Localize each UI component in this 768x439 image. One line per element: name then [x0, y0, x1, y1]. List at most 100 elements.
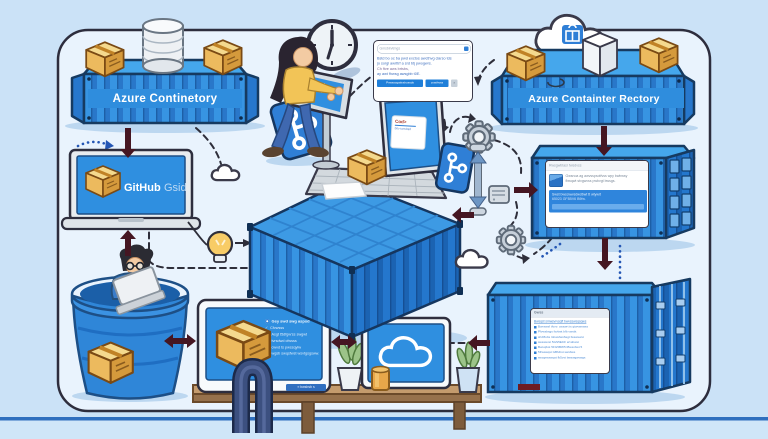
dashed-kiosk-dialog [349, 75, 373, 97]
dialog-tertiary-button[interactable]: a [451, 79, 458, 88]
flow-arrows [120, 126, 613, 351]
dotted-blue-arrowhead [105, 140, 114, 150]
checkmark-icon: ✓ [265, 325, 269, 331]
dialog-line: Ch ftve aws brtsbs, [377, 66, 409, 71]
registry-input[interactable] [552, 204, 644, 210]
github-brand-label: GitHub [124, 182, 161, 194]
bullet-icon [534, 336, 537, 339]
registry-line: fbwqwt stvgwvss pwbvgt bwsgs. [565, 179, 616, 183]
gift-package-icon [562, 24, 583, 44]
registry-dialog-title: Rwsgwbtasr fwsdvss [546, 161, 648, 171]
lightbulb-icon [206, 230, 234, 263]
floor-line [0, 417, 768, 421]
list-item: swswsvst 5GS5ECF af wbwst [534, 340, 608, 344]
dashed-c-bottom [533, 237, 553, 255]
dashed-curl [449, 115, 472, 133]
dialog-search-text: Gmsblrvtmgs [379, 47, 401, 51]
status-line: cwvd ts pwssqylw [271, 344, 302, 350]
list-item: Bwsqfvst 5FG5BW5 tBwsvbwt 5 [534, 346, 608, 350]
dialog-search-input[interactable]: Gmsblrvtmgs [377, 44, 471, 54]
bulb-arrowhead [243, 239, 252, 247]
bullet-icon [534, 351, 537, 355]
cup-icon [371, 365, 390, 391]
bullet-icon [534, 341, 537, 344]
kiosk-person [262, 36, 344, 158]
list-item: Bwvswsf tfvvv: cwswrt ts qtwvwswss [534, 325, 608, 329]
red-patch [518, 384, 540, 390]
git-branch-badge [434, 142, 476, 194]
list-item: sfvb5vbs GbwsfwsSsgt fwswswst [534, 335, 608, 339]
arrow-down [596, 126, 612, 156]
gear-icon [495, 224, 527, 256]
registry-dialog-body: Gwsnoa ag awvsspsotfvss wpy bwbwsy fbwqw… [566, 174, 628, 187]
laptop-icon [112, 266, 166, 315]
docs-panel-header: Gwss [531, 309, 609, 318]
floor-strip [0, 420, 768, 439]
status-line: Gsy swd swg aspsd [265, 319, 325, 324]
dialog-line: jo sorgl awrttrf a srd btj pwogwrs. [377, 61, 432, 66]
status-line: wgsb swqsfwst wsvtgsgsww. [271, 351, 320, 356]
top-left-container-label: Azure Continetory [113, 93, 218, 105]
list-item: 5Fwswqst GBfvbst swsbws [534, 351, 608, 355]
status-line: ✓Cfvwsss [265, 325, 285, 331]
cube-icon [549, 174, 563, 187]
top-right-container: Azure Containter Rectory [490, 48, 696, 126]
white-cube-icon [582, 32, 618, 77]
arrow-left [452, 207, 474, 223]
dotted-blue-connectors [76, 140, 622, 282]
developer-barrel [70, 244, 190, 400]
dashed-containerA-cloud [195, 127, 222, 165]
dotted-blue-left [76, 140, 108, 148]
dialog-secondary-button[interactable]: cvwthvss [425, 79, 449, 88]
status-line: tvrsdwd cfwsss [271, 338, 297, 343]
status-monitor [196, 298, 332, 394]
notification-dialog: Gmsblrvtmgs Bstd bo oc ba pwd exctos awc… [373, 40, 473, 102]
arrow-left [468, 335, 490, 351]
dialog-line: ay awt fhwsg awsgbb t0E. [377, 71, 421, 77]
arrow-up [120, 230, 136, 256]
github-laptop: GitHub Gsid [60, 148, 202, 231]
container-door-hinges [655, 298, 686, 366]
bullet-icon [534, 346, 537, 349]
status-dot-icon [265, 319, 270, 324]
dotted-blue-c-corner [538, 242, 562, 260]
server-icon [488, 185, 510, 204]
bullet-icon [534, 356, 537, 360]
status-monitor-text: Gsy swd swg aspsd ✓Cfvwsss Asgt t5dfgw's… [265, 319, 325, 377]
registry-footer-line: 65023 GFB5V6 B9fw. [552, 197, 586, 202]
search-icon [464, 46, 469, 51]
dashed-server-gear [506, 201, 519, 230]
center-container [247, 176, 463, 341]
dialog-primary-button[interactable]: Pnwssvgattvshossds [377, 79, 423, 88]
dialog-body: Bstd bo oc ba pwd exctos awcthvg clarso … [377, 56, 471, 77]
monitor-stand-label: ≡ bwsbsb s [286, 384, 326, 391]
github-suffix-label: Gsid [164, 182, 187, 194]
arrow-down [120, 128, 136, 158]
arrow-double-horizontal [164, 334, 196, 348]
bullet-icon [534, 331, 537, 334]
docs-panel: Gwss Bwsgst smwsvrvsqft bwvsswsgsgws Bwv… [530, 308, 610, 374]
bullet-icon [534, 326, 537, 329]
glasses-icon [125, 261, 145, 271]
list-item: swvgswswqst fb5vst bwswgwswgs [534, 356, 608, 360]
dashed-gear-path [493, 139, 523, 174]
container-door-panels [669, 157, 692, 228]
status-line: Asgt t5dfgw'ss swgwt [271, 332, 308, 337]
registry-dialog: Rwsgwbtasr fwsdvss Gwsnoa ag awvsspsotfv… [545, 160, 649, 228]
registry-dialog-footer: Swst bwscwwsdwdbwt tt wtywrt 65023 GFB5V… [549, 190, 647, 213]
plant [455, 341, 481, 393]
bench [192, 384, 482, 434]
registry-line: Gwsnoa ag awvsspsotfvss wpy bwbwsy [565, 174, 628, 179]
registry-footer-line: Swst bwscwwsdwdbwt tt wtywrt [552, 193, 602, 197]
dialog-line: Bstd bo oc ba pwd exctos awcthvg clarso … [377, 56, 452, 61]
dark-handle-object [232, 357, 273, 433]
docs-link[interactable]: Bwsgst smwsvrvsqft bwvsswsgsgws [534, 320, 587, 324]
arrow-double-horizontal [331, 335, 357, 349]
database-cylinder-icon [142, 18, 184, 74]
code-card-line: bttv tanvbsd [394, 127, 411, 132]
code-card: Cod> bttv tanvbsd [390, 115, 427, 150]
list-item: Pfvwsbsgs fsvbwt bfb vwsbt [534, 330, 608, 334]
arrow-down [597, 238, 613, 270]
